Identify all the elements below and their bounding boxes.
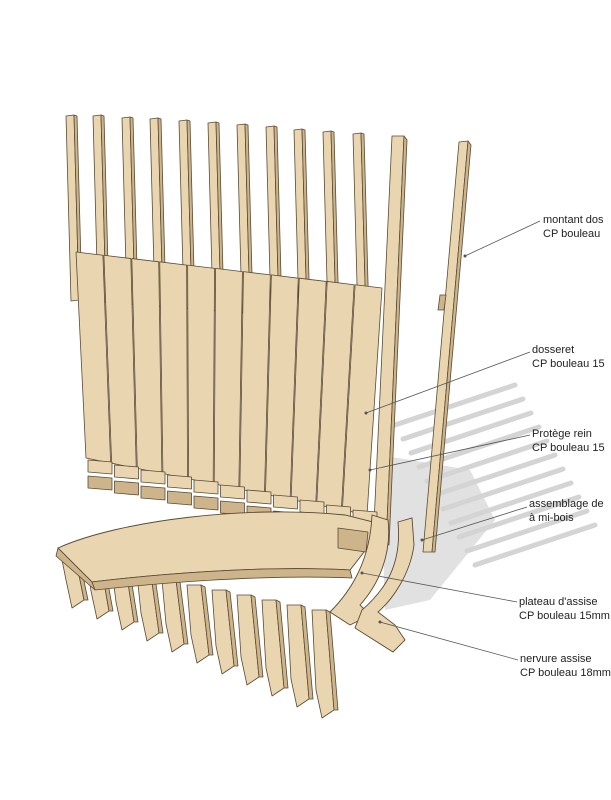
seat-rib	[311, 609, 335, 719]
ground-shadow	[380, 382, 598, 610]
seat-rib-side	[325, 609, 339, 711]
label-dosseret: dosseret CP bouleau 15	[532, 343, 605, 371]
backrest-strip	[131, 258, 163, 474]
lumbar-block-lower	[87, 475, 113, 491]
seat-rib-side	[200, 584, 214, 656]
label-montant-dos: montant dos CP bouleau	[543, 213, 604, 241]
detached-post-notch	[437, 294, 447, 311]
label-protege-line1: Protège rein	[532, 428, 592, 440]
label-plateau-line2: CP bouleau 15mm	[519, 610, 610, 622]
seat-plate-edge-front	[91, 568, 353, 591]
shadow-stripe	[464, 508, 590, 554]
leader-anchor	[463, 254, 467, 258]
seat-rib-side	[225, 589, 239, 667]
label-montant-line1: montant dos	[543, 214, 604, 226]
side-rib-assembly	[329, 514, 415, 653]
leader-anchor	[368, 468, 372, 472]
label-nervure-line1: nervure assise	[520, 653, 592, 665]
seat-rib-side	[250, 594, 264, 678]
label-dosseret-line2: CP bouleau 15	[532, 358, 605, 370]
lumbar-block	[193, 479, 219, 495]
lumbar-block	[140, 469, 166, 485]
detached-post-side	[431, 140, 472, 553]
leader-anchor	[420, 538, 424, 542]
seat-rib	[261, 599, 285, 697]
label-nervure-assise: nervure assise CP bouleau 18mm	[520, 652, 611, 680]
shadow-block	[380, 455, 495, 610]
seat-plate	[55, 511, 386, 591]
leader-line	[379, 621, 519, 661]
label-assemblage-line1: assemblage de	[529, 498, 604, 510]
leader-line	[361, 572, 518, 603]
backrest-panel	[75, 251, 383, 516]
seat-rib	[236, 594, 260, 686]
leader-line	[421, 506, 528, 541]
lumbar-block-lower	[167, 490, 192, 506]
backrest-strip	[213, 267, 243, 490]
label-montant-line2: CP bouleau	[543, 228, 601, 240]
label-protege-line2: CP bouleau 15	[532, 442, 605, 454]
backrest-strip	[159, 261, 188, 480]
label-plateau-assise: plateau d'assise CP bouleau 15mm	[519, 595, 610, 623]
label-protege-rein: Protège rein CP bouleau 15	[532, 427, 605, 455]
lumbar-block	[246, 489, 272, 505]
seat-rib	[186, 584, 210, 664]
seat-rib	[211, 589, 235, 675]
shadow-stripe	[472, 522, 598, 568]
lumbar-block	[87, 459, 113, 475]
leader-anchor	[378, 620, 382, 624]
lumbar-block-lower	[140, 485, 166, 501]
lumbar-block	[114, 464, 139, 480]
back-post-right-side	[385, 135, 408, 546]
leader-anchor	[360, 571, 364, 575]
shadow-stripe	[392, 382, 518, 428]
lumbar-block	[167, 474, 192, 490]
seat-rib-side	[275, 599, 289, 689]
detached-back-post	[422, 140, 472, 553]
leader-anchor	[364, 411, 368, 415]
lumbar-block-lower	[114, 480, 139, 496]
backrest-strip	[239, 271, 271, 495]
seat-rib-side	[300, 604, 314, 700]
label-plateau-line1: plateau d'assise	[519, 596, 598, 608]
lumbar-block-lower	[193, 495, 219, 511]
leader-line	[464, 220, 541, 257]
shadow-stripe	[400, 396, 526, 442]
back-posts	[65, 114, 408, 546]
leader-line	[365, 351, 531, 414]
label-nervure-line2: CP bouleau 18mm	[520, 667, 611, 679]
side-rib-outer	[354, 517, 415, 653]
lumbar-block	[273, 494, 298, 510]
backrest-strip	[187, 264, 215, 485]
lumbar-block	[220, 484, 245, 500]
leader-line	[369, 434, 531, 471]
label-dosseret-line1: dosseret	[532, 344, 575, 356]
shadow-stripe	[408, 410, 534, 456]
leader-lines	[360, 220, 541, 661]
half-lap-joint	[337, 527, 369, 553]
label-assemblage-line2: à mi-bois	[529, 512, 574, 524]
label-assemblage: assemblage de à mi-bois	[529, 497, 604, 525]
seat-rib	[286, 604, 310, 708]
